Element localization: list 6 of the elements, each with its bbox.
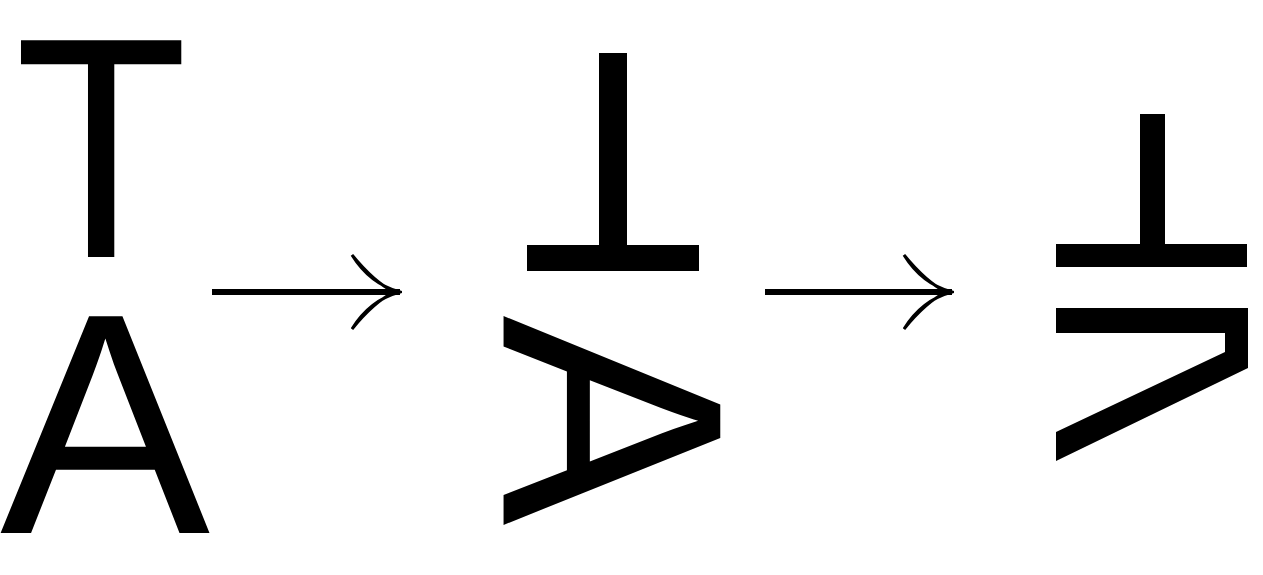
distorted-letter-drawing (1056, 308, 1248, 461)
rotated-letter: A (503, 315, 721, 526)
letter: A (0, 316, 211, 533)
letter: T (14, 40, 188, 257)
inverted-tee-drawing (1056, 114, 1247, 267)
inverted-tee-drawing (527, 53, 699, 271)
